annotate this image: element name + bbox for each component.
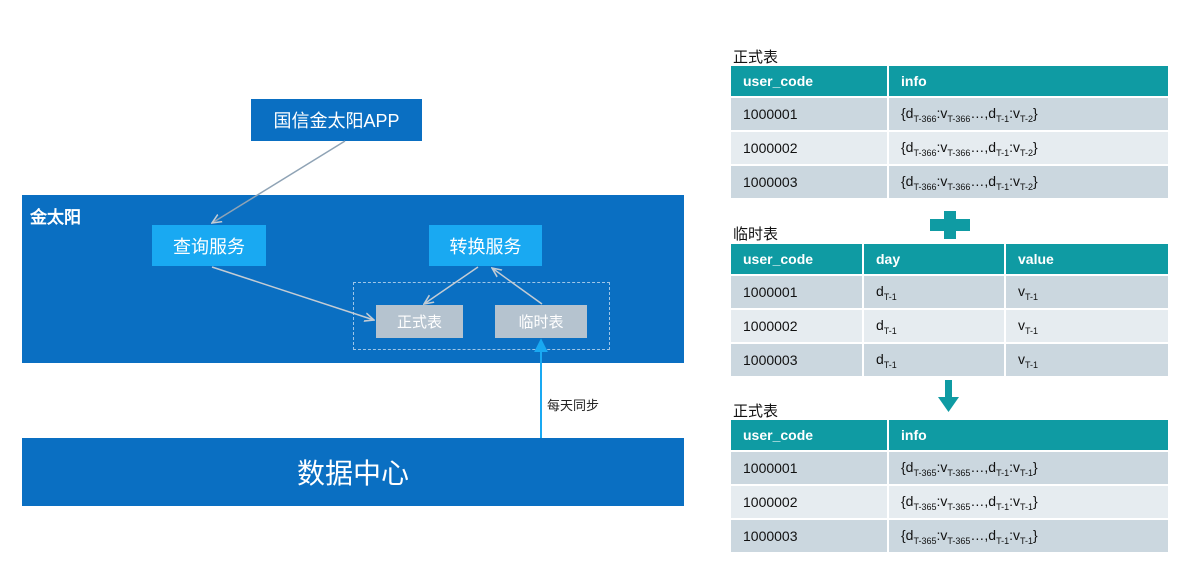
column-header: info (888, 66, 1170, 98)
column-header: user_code (731, 244, 864, 276)
table1-title: 正式表 (733, 49, 779, 66)
app-node: 国信金太阳APP (251, 99, 422, 141)
table-row: 1000002 {dT-366:vT-366…,dT-1:vT-2} (731, 131, 1170, 166)
table-row: 1000003 {dT-366:vT-366…,dT-1:vT-2} (731, 165, 1170, 200)
formal-table-node: 正式表 (376, 305, 463, 338)
sync-label: 每天同步 (547, 398, 600, 413)
column-header: value (1005, 244, 1170, 276)
table-row: 1000001 {dT-365:vT-365…,dT-1:vT-1} (731, 451, 1170, 486)
user-code-cell: 1000002 (731, 309, 864, 344)
info-cell: {dT-365:vT-365…,dT-1:vT-1} (888, 451, 1170, 486)
plus-icon (930, 211, 970, 239)
info-cell: {dT-366:vT-366…,dT-1:vT-2} (888, 165, 1170, 200)
info-cell: {dT-365:vT-365…,dT-1:vT-1} (888, 519, 1170, 554)
storage-group (353, 282, 610, 350)
table-row: 1000002 {dT-365:vT-365…,dT-1:vT-1} (731, 485, 1170, 520)
value-cell: vT-1 (1005, 309, 1170, 344)
day-cell: dT-1 (863, 343, 1006, 378)
column-header: user_code (731, 66, 889, 98)
down-arrow-icon (938, 380, 959, 412)
info-cell: {dT-366:vT-366…,dT-1:vT-2} (888, 97, 1170, 132)
column-header: day (863, 244, 1006, 276)
table-row: 1000003 dT-1 vT-1 (731, 343, 1170, 378)
temp-table: user_code day value 1000001 dT-1 vT-1 10… (731, 244, 1170, 378)
column-header: user_code (731, 420, 889, 452)
value-cell: vT-1 (1005, 343, 1170, 378)
user-code-cell: 1000001 (731, 451, 889, 486)
formal-table-after: user_code info 1000001 {dT-365:vT-365…,d… (731, 420, 1170, 554)
query-to-formal-arrow (211, 266, 374, 320)
query-service-node: 查询服务 (152, 225, 266, 266)
app-to-query-arrow (212, 140, 346, 223)
info-cell: {dT-366:vT-366…,dT-1:vT-2} (888, 131, 1170, 166)
data-center-node: 数据中心 (22, 438, 684, 506)
table2-title: 临时表 (733, 226, 779, 243)
user-code-cell: 1000003 (731, 519, 889, 554)
user-code-cell: 1000001 (731, 97, 889, 132)
user-code-cell: 1000003 (731, 165, 889, 200)
day-cell: dT-1 (863, 275, 1006, 310)
day-cell: dT-1 (863, 309, 1006, 344)
temp-table-node: 临时表 (495, 305, 587, 338)
user-code-cell: 1000002 (731, 131, 889, 166)
info-cell: {dT-365:vT-365…,dT-1:vT-1} (888, 485, 1170, 520)
table3-title: 正式表 (733, 403, 779, 420)
convert-to-formal-arrow (424, 266, 479, 304)
table-row: 1000001 {dT-366:vT-366…,dT-1:vT-2} (731, 97, 1170, 132)
table-row: 1000001 dT-1 vT-1 (731, 275, 1170, 310)
value-cell: vT-1 (1005, 275, 1170, 310)
user-code-cell: 1000002 (731, 485, 889, 520)
temp-to-convert-arrow (492, 268, 543, 305)
convert-service-node: 转换服务 (429, 225, 542, 266)
user-code-cell: 1000001 (731, 275, 864, 310)
table-row: 1000003 {dT-365:vT-365…,dT-1:vT-1} (731, 519, 1170, 554)
column-header: info (888, 420, 1170, 452)
table-row: 1000002 dT-1 vT-1 (731, 309, 1170, 344)
formal-table-before: user_code info 1000001 {dT-366:vT-366…,d… (731, 66, 1170, 200)
user-code-cell: 1000003 (731, 343, 864, 378)
system-title: 金太阳 (30, 208, 81, 227)
